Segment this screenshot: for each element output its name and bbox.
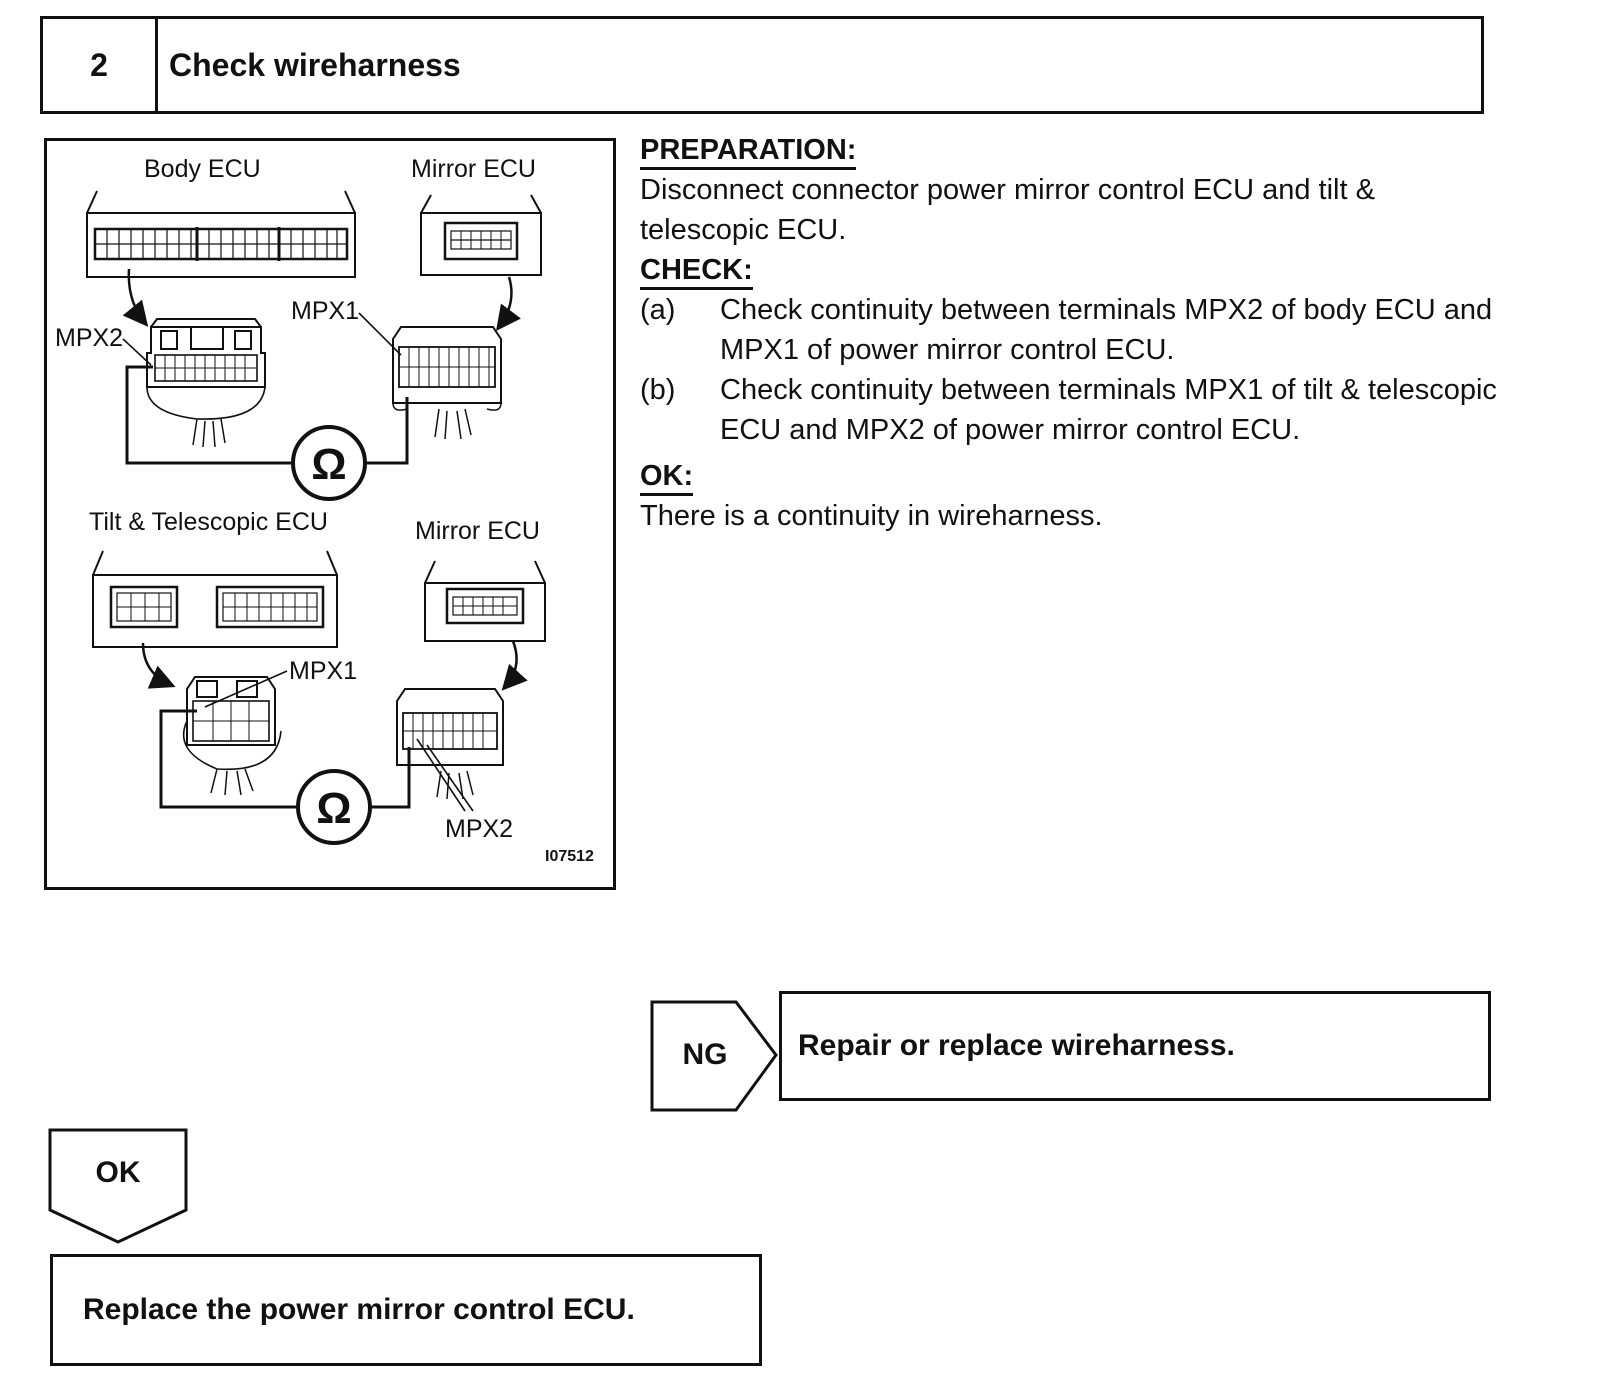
step-header: 2 Check wireharness [40, 16, 1484, 114]
ohm-symbol-bottom: Ω [316, 784, 351, 833]
preparation-heading: PREPARATION: [640, 133, 857, 170]
ng-action-box: Repair or replace wireharness. [779, 991, 1491, 1101]
mirror-ecu-bottom-harness-connector [396, 688, 504, 800]
mirror-ecu-bottom-unit [424, 560, 546, 642]
body-ecu-label: Body ECU [144, 155, 261, 183]
check-item-label: (a) [640, 294, 676, 326]
mpx1-top-label: MPX1 [291, 297, 359, 325]
mirror-ecu-top-harness-connector [392, 326, 502, 440]
ohmmeter-bottom: Ω [296, 769, 372, 845]
check-item-a: (a) Check continuity between terminals M… [640, 290, 1500, 370]
check-item-label: (b) [640, 374, 676, 406]
instruction-text: PREPARATION: Disconnect connector power … [640, 130, 1500, 536]
tilt-telescopic-ecu-unit [92, 550, 338, 648]
ohmmeter-top: Ω [291, 425, 367, 501]
wiring-diagram: Body ECU Mirror ECU [44, 138, 616, 890]
body-ecu-unit [86, 190, 356, 278]
ok-label: OK [95, 1156, 141, 1189]
ok-heading: OK: [640, 459, 694, 496]
step-number: 2 [43, 19, 158, 111]
check-heading: CHECK: [640, 253, 753, 290]
ok-result-text: There is a continuity in wireharness. [640, 500, 1103, 532]
body-ecu-harness-connector [146, 318, 266, 448]
check-item-text: Check continuity between terminals MPX1 … [720, 374, 1497, 446]
mirror-ecu-bottom-label: Mirror ECU [415, 517, 540, 545]
figure-code: I07512 [545, 848, 594, 865]
ng-label: NG [682, 1038, 728, 1071]
mpx2-bottom-label: MPX2 [445, 815, 513, 843]
check-item-text: Check continuity between terminals MPX2 … [720, 294, 1493, 366]
wiring-diagram-svg: Body ECU Mirror ECU [55, 155, 594, 865]
mirror-ecu-top-label: Mirror ECU [411, 155, 536, 183]
check-item-b: (b) Check continuity between terminals M… [640, 370, 1500, 450]
step-title: Check wireharness [169, 46, 461, 83]
ok-arrow-shape [48, 1128, 188, 1244]
ohm-symbol-top: Ω [311, 440, 346, 489]
preparation-text: Disconnect connector power mirror contro… [640, 174, 1375, 246]
mpx1-bottom-label: MPX1 [289, 657, 357, 685]
tilt-ecu-harness-connector [182, 676, 282, 796]
mirror-ecu-top-unit [420, 194, 542, 276]
ok-action-box: Replace the power mirror control ECU. [50, 1254, 762, 1366]
tilt-ecu-label: Tilt & Telescopic ECU [89, 508, 328, 536]
ng-arrow-shape [650, 1000, 778, 1112]
mpx2-top-label: MPX2 [55, 324, 123, 352]
